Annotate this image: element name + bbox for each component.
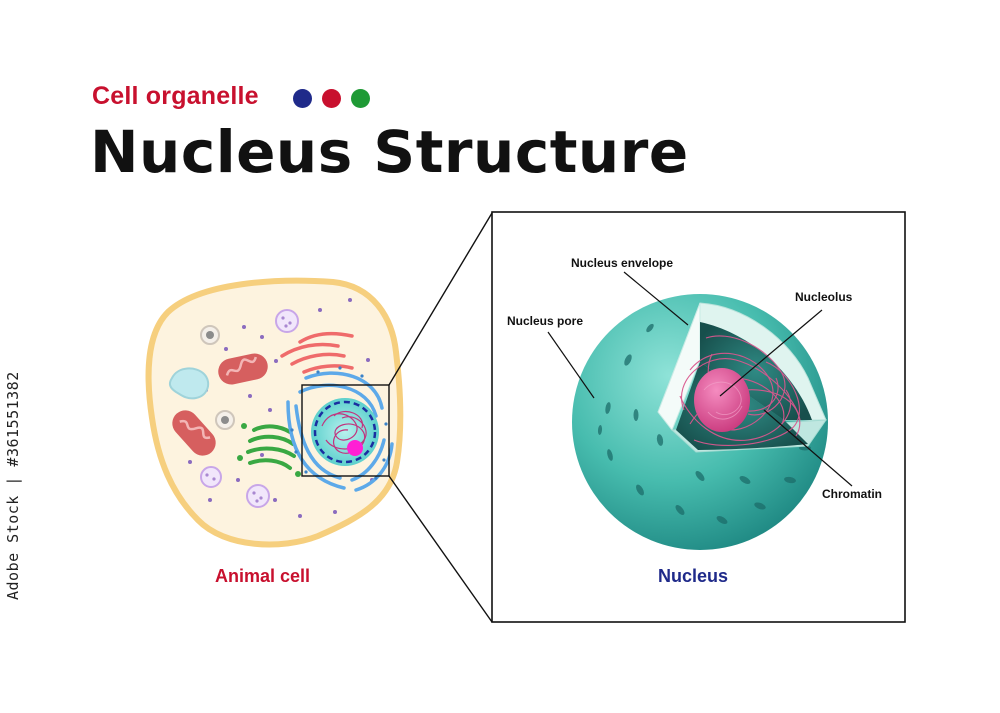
smooth-er-icon — [280, 331, 354, 374]
animal-cell — [145, 277, 404, 548]
leader-pore — [547, 331, 595, 399]
ribosome-dots — [290, 366, 388, 480]
subtitle: Cell organelle — [92, 82, 259, 110]
rough-er-icon — [286, 371, 394, 492]
leader-lines — [547, 271, 853, 487]
label-chromatin: Chromatin — [822, 487, 882, 501]
caption-nucleus: Nucleus — [658, 566, 729, 586]
zoom-connector-lines — [388, 212, 493, 623]
cavity-upper — [700, 322, 812, 420]
caption-animal-cell: Animal cell — [215, 566, 311, 586]
label-nucleus-pore: Nucleus pore — [507, 314, 584, 328]
nucleus-3d — [572, 294, 828, 550]
nucleolus-icon — [694, 368, 750, 432]
stock-id-text: Adobe Stock | #361551382 — [4, 371, 22, 600]
blue-dot-icon — [293, 89, 312, 108]
vesicle-icon — [200, 309, 299, 508]
small-nucleolus-icon — [347, 440, 363, 456]
vacuole-icon — [168, 367, 210, 400]
small-nucleus — [311, 398, 379, 466]
lysosome-icon — [200, 325, 235, 430]
page-title: Nucleus Structure — [90, 118, 689, 186]
golgi-apparatus-icon — [237, 423, 301, 477]
color-dots — [293, 89, 370, 108]
mitochondria-icon — [172, 353, 268, 456]
label-nucleus-envelope: Nucleus envelope — [571, 256, 674, 270]
leader-envelope — [623, 271, 689, 326]
green-dot-icon — [351, 89, 370, 108]
nuclear-pore-icon — [597, 323, 811, 524]
red-dot-icon — [322, 89, 341, 108]
label-nucleolus: Nucleolus — [795, 290, 853, 304]
zoom-box — [301, 384, 390, 477]
nucleolus-texture — [703, 381, 743, 420]
leader-nucleolus — [719, 309, 823, 397]
leader-chromatin — [763, 409, 853, 487]
